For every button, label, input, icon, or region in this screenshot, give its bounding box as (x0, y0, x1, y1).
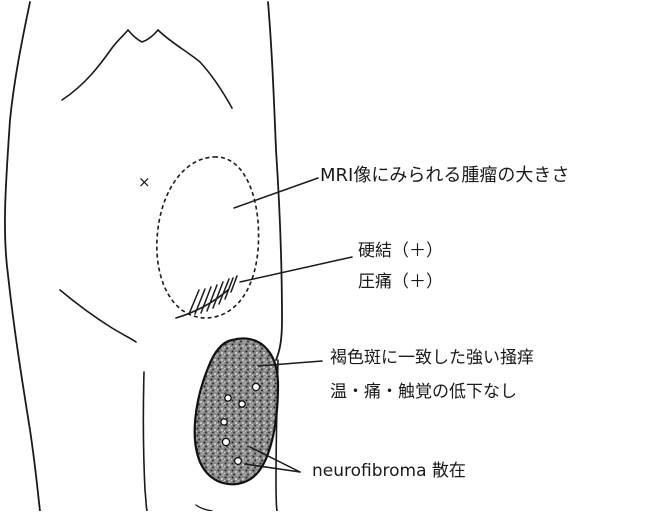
left-waist-contour (62, 30, 128, 100)
lower-thigh-line (196, 505, 212, 511)
label-tenderness: 圧痛（＋） (358, 274, 443, 291)
right-waist-contour (158, 30, 232, 108)
x-marker: × (138, 175, 151, 190)
label-induration: 硬結（＋） (358, 243, 443, 260)
induration-hatching (189, 276, 237, 314)
leader-induration (240, 257, 352, 282)
label-neurofibroma: neurofibroma 散在 (312, 463, 466, 480)
navel-notch (128, 30, 158, 42)
right-body-contour (268, 2, 282, 360)
right-groin-line (176, 290, 228, 318)
label-mri-tumor-size: MRI像にみられる腫瘤の大きさ (320, 167, 569, 185)
left-groin-line (60, 290, 136, 342)
leader-mri (234, 178, 318, 208)
inner-thigh-line (143, 372, 147, 511)
left-body-contour (5, 2, 40, 511)
label-pruritus: 褐色斑に一致した強い掻痒 (330, 350, 534, 367)
label-sensation: 温・痛・触覚の低下なし (330, 384, 517, 401)
